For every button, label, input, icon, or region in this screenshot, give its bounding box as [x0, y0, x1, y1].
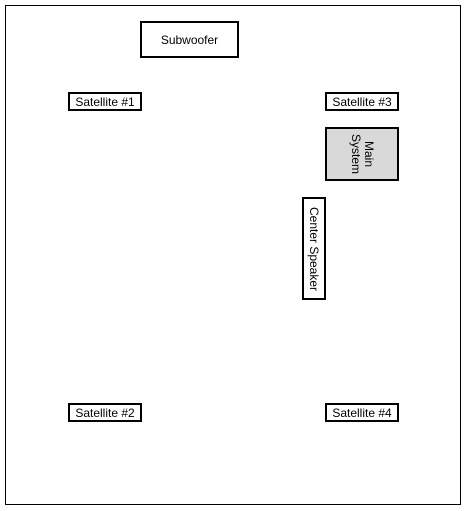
- room-outline: [5, 5, 461, 505]
- satellite-4-box: Satellite #4: [325, 403, 399, 422]
- main-system-label: Main System: [349, 129, 376, 179]
- main-system-box: Main System: [325, 127, 399, 181]
- satellite-2-label: Satellite #2: [75, 405, 135, 420]
- center-speaker-label: Center Speaker: [307, 206, 322, 291]
- subwoofer-label: Subwoofer: [160, 32, 219, 47]
- center-speaker-box: Center Speaker: [302, 197, 326, 300]
- main-system-label-line2: System: [349, 133, 363, 174]
- main-system-label-line1: Main: [362, 140, 376, 167]
- satellite-3-box: Satellite #3: [325, 92, 399, 111]
- satellite-4-label: Satellite #4: [332, 405, 392, 420]
- satellite-1-label: Satellite #1: [75, 94, 135, 109]
- satellite-1-box: Satellite #1: [68, 92, 142, 111]
- satellite-3-label: Satellite #3: [332, 94, 392, 109]
- satellite-2-box: Satellite #2: [68, 403, 142, 422]
- subwoofer-box: Subwoofer: [140, 21, 239, 58]
